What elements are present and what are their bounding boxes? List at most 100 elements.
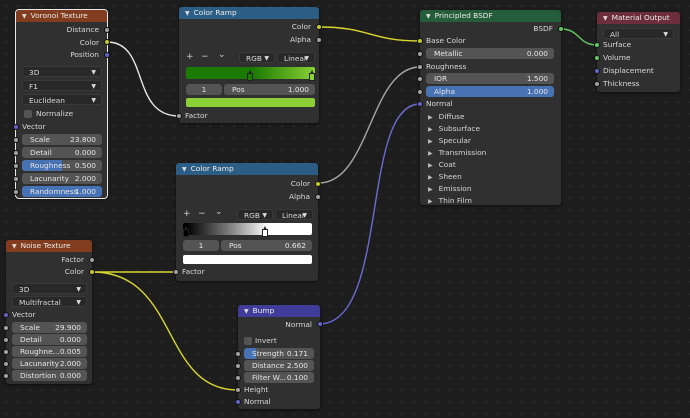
add-stop-button[interactable]: +	[183, 209, 191, 219]
color-ramp-header[interactable]: ▼Color Ramp	[179, 7, 319, 19]
ramp-stop-1[interactable]	[309, 70, 315, 81]
socket-strength-in[interactable]	[235, 351, 241, 357]
socket-vector-in[interactable]	[13, 124, 19, 130]
filter-width-field[interactable]: Filter W...0.100	[244, 372, 314, 383]
collapse-chevron-icon[interactable]: ▼	[426, 13, 431, 20]
socket-base-color-in[interactable]	[417, 38, 423, 44]
material-output-header[interactable]: ▼Material Output	[597, 12, 680, 24]
noise-type-dropdown[interactable]: Multifractal▼	[12, 296, 87, 307]
ramp-stop-0[interactable]	[183, 226, 189, 237]
socket-thickness-in[interactable]	[594, 81, 600, 87]
principled-bsdf-node[interactable]: ▼Principled BSDF BSDF Base Color Metalli…	[417, 10, 564, 205]
noise-header[interactable]: ▼Noise Texture	[6, 240, 92, 252]
socket-normal-in[interactable]	[417, 101, 423, 107]
remove-stop-button[interactable]: −	[198, 209, 206, 219]
voronoi-texture-node[interactable]: ▼Voronoi Texture Distance Color Position…	[13, 9, 110, 199]
panel-sheen[interactable]: ▶Sheen	[428, 172, 462, 181]
socket-height-in[interactable]	[235, 387, 241, 393]
socket-normal-in[interactable]	[235, 399, 241, 405]
socket-metallic-in[interactable]	[417, 51, 423, 57]
socket-scale-in[interactable]	[13, 137, 19, 143]
material-output-node[interactable]: ▼Material Output All▼ Surface Volume Dis…	[594, 12, 680, 92]
panel-transmission[interactable]: ▶Transmission	[428, 148, 487, 157]
socket-randomness-in[interactable]	[13, 189, 19, 195]
bsdf-header[interactable]: ▼Principled BSDF	[420, 10, 561, 22]
remove-stop-button[interactable]: −	[201, 52, 209, 62]
socket-factor-out[interactable]	[89, 257, 95, 263]
stop-color-swatch[interactable]	[186, 98, 315, 107]
socket-roughness-in[interactable]	[3, 349, 9, 355]
color-ramp-node-2[interactable]: ▼Color Ramp Color Alpha + − ⌄ RGB▼ Linea…	[173, 163, 321, 281]
socket-color[interactable]	[104, 39, 110, 45]
socket-distance[interactable]	[104, 27, 110, 33]
noise-texture-node[interactable]: ▼Noise Texture Factor Color 3D▼ Multifra…	[3, 240, 95, 384]
socket-lacunarity-in[interactable]	[13, 176, 19, 182]
socket-filter-width-in[interactable]	[235, 375, 241, 381]
output-target-dropdown[interactable]: All▼	[603, 28, 674, 39]
ramp-stop-0[interactable]	[247, 70, 253, 81]
add-stop-button[interactable]: +	[186, 52, 194, 62]
metric-dropdown[interactable]: Euclidean▼	[22, 94, 102, 105]
collapse-chevron-icon[interactable]: ▼	[244, 308, 249, 315]
socket-color-out[interactable]	[315, 181, 321, 187]
socket-normal-out[interactable]	[317, 321, 323, 327]
panel-thin-film[interactable]: ▶Thin Film	[428, 196, 472, 205]
ramp-menu-button[interactable]: ⌄	[218, 50, 226, 60]
socket-position[interactable]	[104, 52, 110, 58]
socket-volume-in[interactable]	[594, 55, 600, 61]
socket-alpha-out[interactable]	[316, 37, 322, 43]
color-ramp-header[interactable]: ▼Color Ramp	[176, 163, 318, 175]
socket-lacunarity-in[interactable]	[3, 361, 9, 367]
panel-specular[interactable]: ▶Specular	[428, 136, 471, 145]
stop-index-field[interactable]: 1	[183, 240, 219, 251]
interpolation-dropdown[interactable]: Linear▼	[277, 52, 315, 63]
socket-distortion-in[interactable]	[3, 373, 9, 379]
panel-diffuse[interactable]: ▶Diffuse	[428, 112, 465, 121]
roughness-field[interactable]: Roughne...0.005	[12, 346, 87, 357]
socket-factor-in[interactable]	[173, 269, 179, 275]
socket-color-out[interactable]	[89, 269, 95, 275]
collapse-chevron-icon[interactable]: ▼	[22, 13, 27, 20]
stop-color-swatch[interactable]	[183, 255, 312, 264]
socket-vector-in[interactable]	[3, 312, 9, 318]
dimensions-dropdown[interactable]: 3D▼	[12, 283, 87, 294]
interpolation-dropdown[interactable]: Linear▼	[275, 209, 313, 220]
collapse-chevron-icon[interactable]: ▼	[182, 166, 187, 173]
panel-emission[interactable]: ▶Emission	[428, 184, 472, 193]
socket-surface-in[interactable]	[594, 42, 600, 48]
socket-detail-in[interactable]	[3, 337, 9, 343]
socket-factor-in[interactable]	[176, 113, 182, 119]
color-ramp-gradient[interactable]	[183, 223, 312, 235]
panel-subsurface[interactable]: ▶Subsurface	[428, 124, 481, 133]
invert-checkbox[interactable]	[244, 337, 252, 345]
dimensions-dropdown[interactable]: 3D▼	[22, 66, 102, 77]
voronoi-header[interactable]: ▼Voronoi Texture	[16, 10, 107, 22]
color-ramp-node-1[interactable]: ▼Color Ramp Color Alpha + − ⌄ RGB▼ Linea…	[176, 7, 322, 123]
socket-detail-in[interactable]	[13, 150, 19, 156]
color-mode-dropdown[interactable]: RGB▼	[237, 209, 273, 220]
collapse-chevron-icon[interactable]: ▼	[12, 243, 17, 250]
feature-dropdown[interactable]: F1▼	[22, 80, 102, 91]
socket-distance-in[interactable]	[235, 363, 241, 369]
socket-scale-in[interactable]	[3, 325, 9, 331]
collapse-chevron-icon[interactable]: ▼	[603, 15, 608, 22]
stop-index-field[interactable]: 1	[186, 84, 222, 95]
bump-header[interactable]: ▼Bump	[238, 305, 320, 317]
socket-alpha-in[interactable]	[417, 89, 423, 95]
panel-coat[interactable]: ▶Coat	[428, 160, 456, 169]
socket-bsdf-out[interactable]	[558, 26, 564, 32]
